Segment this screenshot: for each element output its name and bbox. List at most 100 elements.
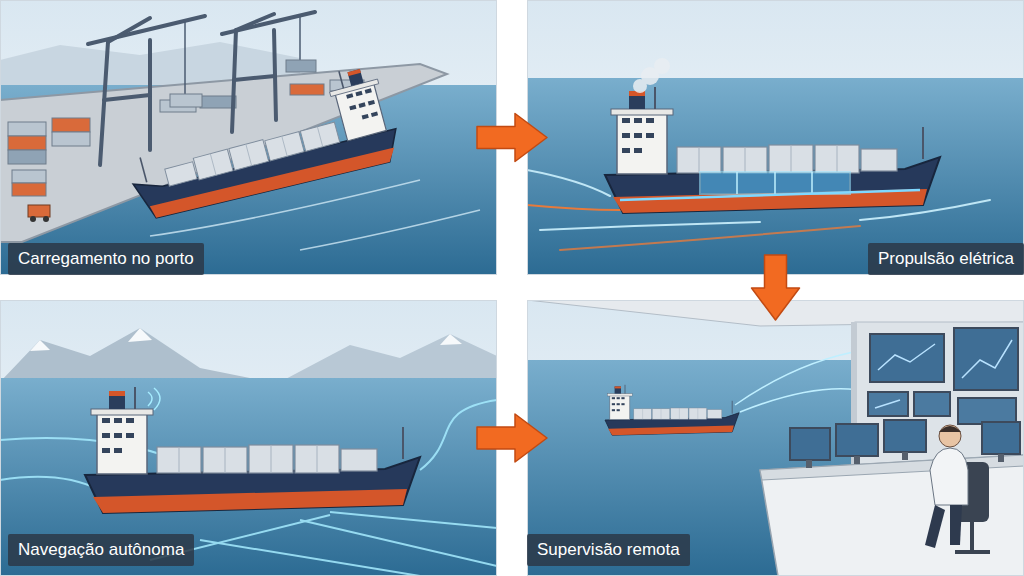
port-scene bbox=[170, 94, 202, 107]
port-scene bbox=[108, 18, 150, 42]
port-scene bbox=[0, 0, 497, 275]
operator bbox=[930, 448, 968, 505]
truck bbox=[28, 205, 50, 217]
navigation-scene bbox=[440, 334, 462, 345]
truck bbox=[28, 205, 50, 222]
control-room-scene bbox=[740, 389, 870, 412]
port-scene bbox=[234, 76, 275, 80]
port-scene bbox=[150, 180, 480, 250]
panel-caption: Carregamento no porto bbox=[8, 243, 204, 275]
desk-monitors bbox=[790, 428, 830, 460]
propulsion-scene bbox=[540, 222, 760, 230]
navigation-scene bbox=[200, 540, 420, 576]
propulsion-scene bbox=[527, 170, 610, 196]
propulsion-scene bbox=[527, 0, 1024, 275]
desk-monitors bbox=[884, 420, 926, 452]
navigation-scene bbox=[30, 340, 50, 351]
wall-monitors bbox=[954, 328, 1018, 390]
control-room-scene bbox=[878, 344, 935, 370]
port-scene bbox=[8, 150, 46, 164]
operator bbox=[939, 425, 961, 447]
control-room-scene bbox=[735, 350, 865, 405]
navigation-scene bbox=[154, 388, 160, 410]
port-scene bbox=[52, 132, 90, 146]
control-room-scene bbox=[527, 300, 1024, 576]
port-scene bbox=[8, 122, 46, 136]
port-scene bbox=[299, 16, 301, 60]
port-scene bbox=[0, 0, 497, 275]
panel-caption: Propulsão elétrica bbox=[868, 243, 1024, 275]
flow-arrow bbox=[477, 114, 547, 162]
navigation-scene bbox=[0, 477, 100, 490]
control-room-scene bbox=[875, 400, 900, 408]
desk-monitors bbox=[982, 422, 1020, 454]
flow-arrow bbox=[477, 414, 547, 462]
control-room-scene bbox=[527, 300, 1024, 576]
truck bbox=[43, 216, 49, 222]
navigation-scene bbox=[148, 392, 152, 406]
port-scene bbox=[236, 14, 274, 30]
control-room-scene bbox=[998, 454, 1004, 462]
port-scene bbox=[184, 22, 186, 94]
propulsion-scene bbox=[527, 205, 620, 210]
control-room-scene bbox=[902, 452, 908, 460]
propulsion-scene bbox=[560, 226, 860, 250]
port-scene bbox=[222, 12, 315, 34]
port-scene bbox=[88, 16, 205, 44]
port-scene bbox=[290, 84, 324, 95]
navigation-scene bbox=[330, 512, 497, 528]
desk-monitors bbox=[790, 420, 1020, 460]
port-scene bbox=[185, 16, 300, 94]
propulsion-scene bbox=[527, 78, 1024, 275]
propulsion-scene bbox=[700, 172, 850, 194]
navigation-scene bbox=[30, 328, 462, 351]
control-room-scene bbox=[875, 340, 1012, 408]
smoke bbox=[654, 58, 670, 74]
wall-monitors bbox=[914, 392, 950, 416]
navigation-scene bbox=[148, 388, 160, 410]
scene-panel: Navegação autônoma bbox=[0, 300, 497, 576]
scene-panel: Supervisão remota bbox=[527, 300, 1024, 576]
wall-monitors bbox=[870, 334, 944, 382]
navigation-scene bbox=[0, 328, 260, 382]
control-room-scene bbox=[760, 455, 1024, 576]
wall-monitors bbox=[958, 398, 1016, 424]
wall-monitors bbox=[868, 392, 908, 416]
propulsion-scene bbox=[527, 0, 1024, 275]
operator bbox=[955, 550, 990, 554]
control-room-scene bbox=[527, 360, 1024, 576]
propulsion-scene bbox=[811, 172, 813, 194]
scene-panel: Propulsão elétrica bbox=[527, 0, 1024, 275]
port-scene bbox=[52, 118, 90, 132]
port-scene bbox=[0, 0, 497, 275]
control-room-scene bbox=[806, 460, 812, 468]
panel-caption: Navegação autônoma bbox=[8, 534, 194, 566]
port-scene bbox=[286, 60, 316, 72]
propulsion-scene bbox=[527, 0, 1024, 275]
wall-monitors bbox=[868, 328, 1018, 424]
operator bbox=[970, 522, 974, 552]
port-scene bbox=[300, 210, 480, 250]
port-scene bbox=[8, 136, 46, 150]
truck bbox=[30, 216, 36, 222]
panel-caption: Supervisão remota bbox=[527, 534, 690, 566]
navigation-scene bbox=[0, 300, 497, 576]
operator bbox=[950, 505, 962, 545]
port-scene bbox=[12, 183, 46, 196]
propulsion-scene bbox=[774, 172, 776, 194]
port-scene bbox=[119, 61, 404, 228]
control-room-scene bbox=[854, 456, 860, 464]
navigation-scene bbox=[150, 515, 330, 560]
operator bbox=[925, 505, 945, 548]
navigation-scene bbox=[280, 334, 497, 382]
navigation-scene bbox=[300, 520, 497, 566]
port-scene bbox=[150, 180, 420, 236]
operator bbox=[939, 426, 961, 432]
smoke bbox=[633, 58, 670, 93]
port-scene bbox=[200, 96, 236, 108]
